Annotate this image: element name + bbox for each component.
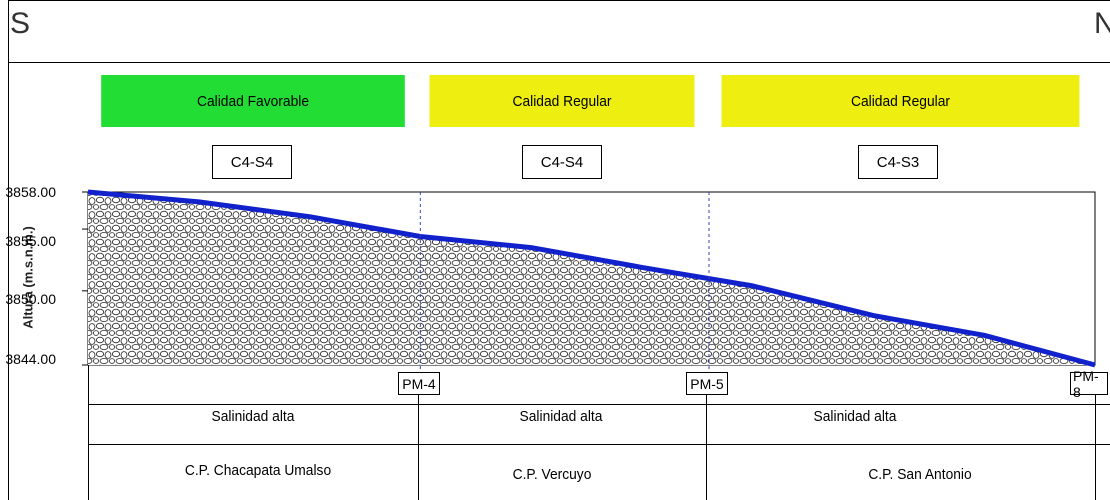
profile-line (87, 189, 1096, 368)
y-tick-label: 3844.00 (5, 351, 56, 367)
ground-fill (88, 192, 1095, 365)
table-line (418, 395, 419, 500)
table-line (706, 395, 707, 500)
north-label: N (1094, 7, 1110, 40)
point-marker-pm8: PM-8 (1070, 368, 1108, 400)
quality-cell-3: Calidad Regular (721, 75, 1080, 127)
south-label: S (10, 7, 31, 40)
table-line (88, 404, 1110, 405)
point-marker-pm5: PM-5 (686, 372, 728, 395)
quality-label-1: Calidad Favorable (196, 92, 310, 110)
salinity-cell-1: Salinidad alta (211, 408, 295, 425)
table-line (1095, 395, 1096, 500)
quality-label-3: Calidad Regular (851, 92, 950, 110)
place-cell-1: C.P. Chacapata Umalso (184, 462, 332, 479)
quality-cell-1: Calidad Favorable (101, 75, 405, 127)
code-box-1: C4-S4 (212, 145, 292, 179)
table-line (88, 444, 1110, 445)
table-line (88, 365, 89, 500)
y-tick-label: 3858.00 (5, 184, 56, 200)
code-box-3: C4-S3 (858, 145, 938, 179)
y-tick-label: 3850.00 (5, 291, 56, 307)
profile-frame (8, 0, 1110, 500)
point-marker-pm4: PM-4 (398, 372, 440, 395)
quality-label-2: Calidad Regular (512, 92, 612, 110)
place-cell-3: C.P. San Antonio (868, 466, 972, 483)
code-box-2: C4-S4 (522, 145, 602, 179)
y-tick-label: 3855.00 (5, 233, 56, 249)
place-cell-2: C.P. Vercuyo (512, 466, 592, 483)
header-divider (8, 62, 1110, 63)
salinity-cell-3: Salinidad alta (813, 408, 897, 425)
salinity-cell-2: Salinidad alta (519, 408, 603, 425)
quality-cell-2: Calidad Regular (429, 75, 695, 127)
